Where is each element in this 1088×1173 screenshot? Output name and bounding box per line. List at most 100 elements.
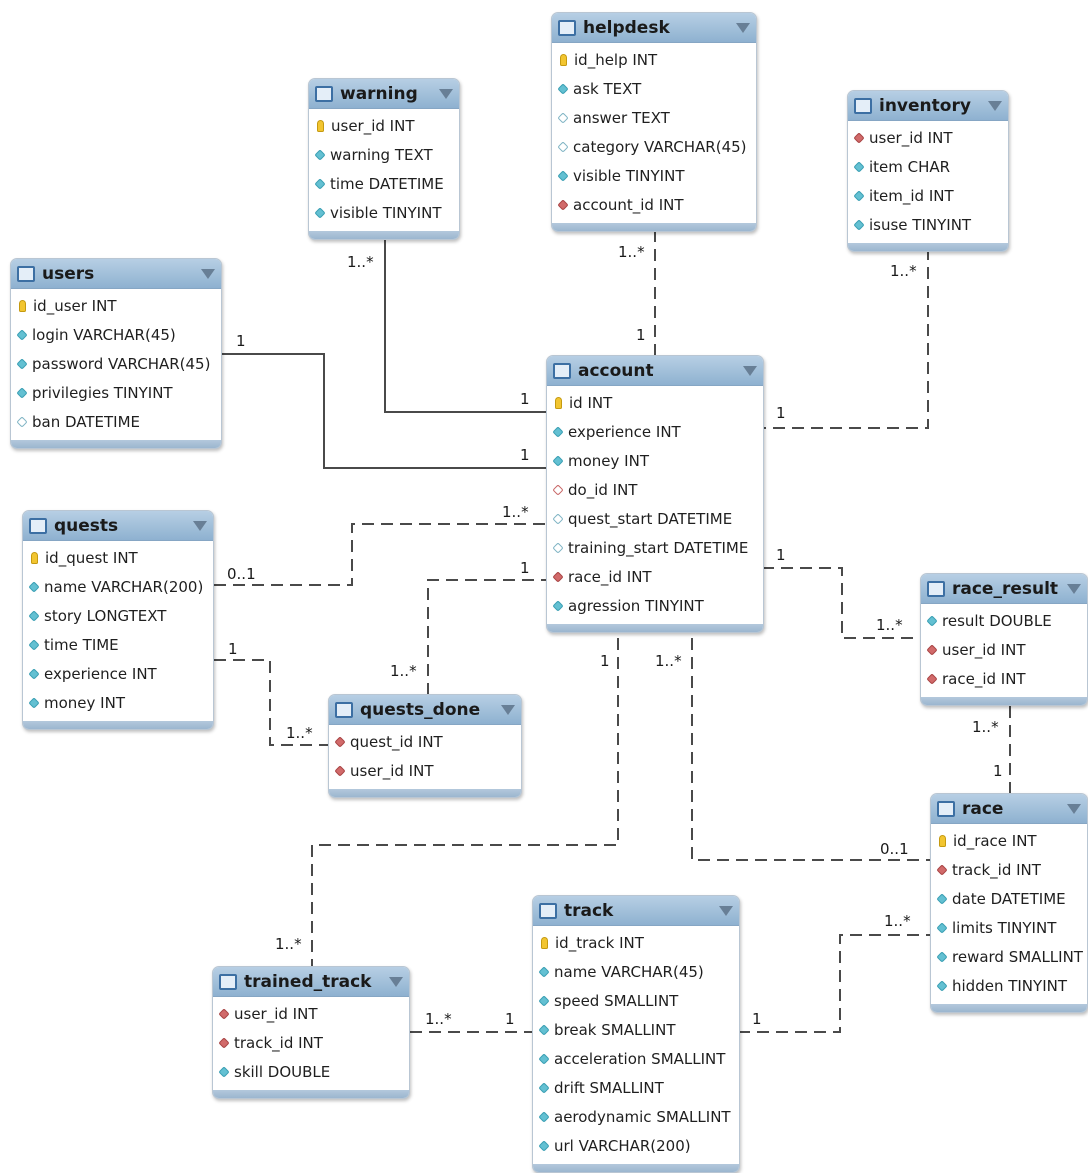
column-row[interactable]: track_id INT [213,1028,409,1057]
column-row[interactable]: acceleration SMALLINT [533,1044,739,1073]
table-header[interactable]: inventory [848,91,1008,121]
column-row[interactable]: visible TINYINT [552,161,756,190]
column-label: answer TEXT [573,108,670,127]
column-row[interactable]: training_start DATETIME [547,533,763,562]
column-row[interactable]: user_id INT [329,756,521,785]
column-row[interactable]: user_id INT [213,999,409,1028]
collapse-arrow-icon[interactable] [501,704,515,715]
collapse-arrow-icon[interactable] [736,22,750,33]
column-row[interactable]: ban DATETIME [11,407,221,436]
column-row[interactable]: money INT [23,688,213,717]
column-row[interactable]: break SMALLINT [533,1015,739,1044]
table-header[interactable]: trained_track [213,967,409,997]
column-row[interactable]: do_id INT [547,475,763,504]
column-row[interactable]: ask TEXT [552,74,756,103]
column-row[interactable]: item_id INT [848,181,1008,210]
column-row[interactable]: id_help INT [552,45,756,74]
column-row[interactable]: login VARCHAR(45) [11,320,221,349]
column-row[interactable]: id_user INT [11,291,221,320]
column-row[interactable]: race_id INT [547,562,763,591]
column-row[interactable]: id_track INT [533,928,739,957]
column-row[interactable]: story LONGTEXT [23,601,213,630]
column-row[interactable]: date DATETIME [931,884,1087,913]
column-row[interactable]: account_id INT [552,190,756,219]
collapse-arrow-icon[interactable] [201,268,215,279]
table-header[interactable]: warning [309,79,459,109]
collapse-arrow-icon[interactable] [389,976,403,987]
column-row[interactable]: privilegies TINYINT [11,378,221,407]
collapse-arrow-icon[interactable] [719,905,733,916]
column-icon [926,614,938,627]
table-users[interactable]: users id_user INT login VARCHAR(45) passwo… [10,258,222,449]
column-row[interactable]: name VARCHAR(200) [23,572,213,601]
collapse-arrow-icon[interactable] [743,365,757,376]
column-row[interactable]: hidden TINYINT [931,971,1087,1000]
column-row[interactable]: experience INT [547,417,763,446]
table-header[interactable]: users [11,259,221,289]
column-row[interactable]: id INT [547,388,763,417]
column-row[interactable]: visible TINYINT [309,198,459,227]
table-header[interactable]: quests_done [329,695,521,725]
column-row[interactable]: id_race INT [931,826,1087,855]
column-row[interactable]: quest_id INT [329,727,521,756]
table-header[interactable]: race_result [921,574,1087,604]
column-icon [538,1139,550,1152]
column-label: login VARCHAR(45) [32,325,176,344]
table-header[interactable]: track [533,896,739,926]
column-row[interactable]: track_id INT [931,855,1087,884]
column-row[interactable]: isuse TINYINT [848,210,1008,239]
table-header[interactable]: helpdesk [552,13,756,43]
column-row[interactable]: speed SMALLINT [533,986,739,1015]
column-row[interactable]: experience INT [23,659,213,688]
column-label: money INT [44,693,125,712]
column-label: time TIME [44,635,119,654]
collapse-arrow-icon[interactable] [1067,803,1081,814]
column-row[interactable]: money INT [547,446,763,475]
column-row[interactable]: user_id INT [921,635,1087,664]
column-row[interactable]: name VARCHAR(45) [533,957,739,986]
column-row[interactable]: time TIME [23,630,213,659]
column-row[interactable]: skill DOUBLE [213,1057,409,1086]
column-label: acceleration SMALLINT [554,1049,726,1068]
collapse-arrow-icon[interactable] [439,88,453,99]
column-row[interactable]: drift SMALLINT [533,1073,739,1102]
column-row[interactable]: category VARCHAR(45) [552,132,756,161]
column-row[interactable]: password VARCHAR(45) [11,349,221,378]
nullable-column-icon [557,140,569,153]
column-row[interactable]: time DATETIME [309,169,459,198]
column-row[interactable]: item CHAR [848,152,1008,181]
column-row[interactable]: aerodynamic SMALLINT [533,1102,739,1131]
column-row[interactable]: id_quest INT [23,543,213,572]
column-row[interactable]: answer TEXT [552,103,756,132]
column-row[interactable]: reward SMALLINT [931,942,1087,971]
collapse-arrow-icon[interactable] [193,520,207,531]
column-row[interactable]: url VARCHAR(200) [533,1131,739,1160]
column-row[interactable]: limits TINYINT [931,913,1087,942]
table-header[interactable]: account [547,356,763,386]
column-row[interactable]: warning TEXT [309,140,459,169]
column-row[interactable]: user_id INT [848,123,1008,152]
column-icon [936,921,948,934]
column-row[interactable]: agression TINYINT [547,591,763,620]
table-header[interactable]: quests [23,511,213,541]
table-header[interactable]: race [931,794,1087,824]
column-row[interactable]: result DOUBLE [921,606,1087,635]
collapse-arrow-icon[interactable] [1067,583,1081,594]
column-row[interactable]: quest_start DATETIME [547,504,763,533]
collapse-arrow-icon[interactable] [988,100,1002,111]
column-row[interactable]: user_id INT [309,111,459,140]
column-icon [936,950,948,963]
column-row[interactable]: race_id INT [921,664,1087,693]
column-label: user_id INT [234,1004,318,1023]
